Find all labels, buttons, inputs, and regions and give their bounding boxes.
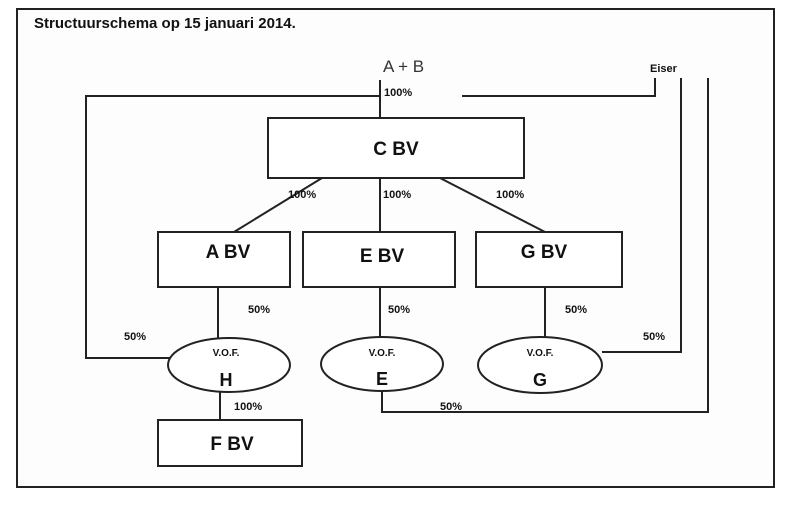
vof-h-label: V.O.F. [213, 348, 240, 359]
link-c-to-g [439, 177, 546, 233]
pct-c-to-e: 100% [383, 189, 411, 201]
box-e-bv-label: E BV [360, 246, 405, 267]
link-eiser-to-vof-g [602, 78, 682, 353]
vof-g: V.O.F. G [477, 336, 603, 394]
pct-g-to-vof-g: 50% [565, 304, 587, 316]
vof-h-letter: H [220, 370, 233, 390]
diagram-title: Structuurschema op 15 januari 2014. [34, 15, 296, 32]
vof-g-letter: G [533, 370, 547, 390]
pct-c-to-a: 100% [288, 189, 316, 201]
pct-c-to-g: 100% [496, 189, 524, 201]
pct-ab-to-c: 100% [384, 87, 412, 99]
box-e-bv: E BV [302, 231, 456, 288]
box-g-bv: G BV [475, 231, 623, 288]
link-eiser-top [462, 78, 656, 97]
vof-g-label: V.O.F. [527, 348, 554, 359]
pct-eiser-to-vof-g: 50% [643, 331, 665, 343]
pct-vof-h-to-f: 100% [234, 401, 262, 413]
link-c-to-a [233, 177, 323, 233]
vof-e-letter: E [376, 369, 388, 389]
link-ab-to-vof-h [85, 95, 380, 359]
pct-ab-to-vof-h: 50% [124, 331, 146, 343]
box-a-bv-label: A BV [206, 242, 251, 263]
vof-h: V.O.F. H [167, 337, 291, 393]
box-c-bv-label: C BV [373, 139, 419, 160]
link-eiser-to-vof-e [381, 78, 709, 413]
pct-eiser-to-vof-e: 50% [440, 401, 462, 413]
vof-e: V.O.F. E [320, 336, 444, 392]
box-f-bv-label: F BV [210, 434, 254, 455]
box-g-bv-label: G BV [521, 242, 568, 263]
box-f-bv: F BV [157, 419, 303, 467]
pct-e-to-vof-e: 50% [388, 304, 410, 316]
vof-e-label: V.O.F. [369, 348, 396, 359]
box-c-bv: C BV [267, 117, 525, 179]
owner-ab-label: A + B [383, 57, 424, 76]
box-a-bv: A BV [157, 231, 291, 288]
pct-a-to-vof-h: 50% [248, 304, 270, 316]
eiser-label: Eiser [650, 63, 678, 75]
